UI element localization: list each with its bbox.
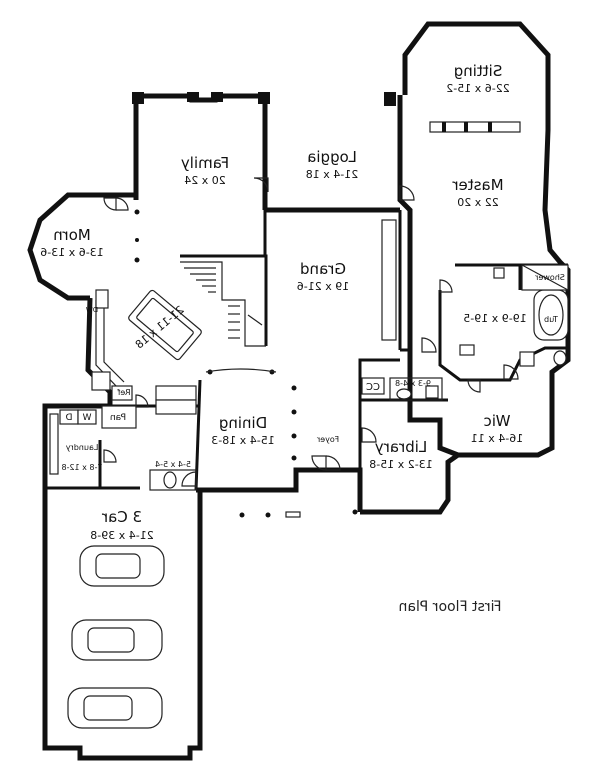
label-foyer: Foyer (316, 435, 339, 444)
staircase (180, 261, 266, 347)
room-name-garage: 3 Car (101, 508, 142, 526)
room-dims-family: 20 x 24 (184, 174, 226, 187)
label-dryer: D (65, 413, 72, 423)
room-dims-garage: 21-4 x 39-8 (90, 529, 153, 542)
columns (134, 209, 443, 518)
room-dims-grand: 19 x 21-6 (297, 280, 349, 293)
car-2 (71, 619, 163, 661)
label-dw: DW (86, 306, 98, 314)
room-name-sitting: Sitting (454, 62, 503, 80)
master-wing-wall (397, 21, 571, 458)
room-dims-bath: 19-9 x 19-5 (463, 312, 526, 325)
bath-fixtures (459, 264, 569, 367)
label-ref: Ref (117, 388, 130, 397)
room-name-master: Master (452, 176, 504, 194)
room-name-dining: Dining (219, 414, 267, 432)
room-name-laundry: Laundry (65, 443, 98, 452)
room-dims-wic: 16-4 x 11 (471, 432, 523, 445)
label-cc: CC (366, 382, 380, 393)
family-room-wall (133, 93, 268, 210)
room-dims-loggia: 21-4 x 18 (306, 168, 358, 181)
room-dims-morn: 13-6 x 13-6 (40, 246, 103, 259)
dining-wall (196, 467, 363, 512)
car-1 (79, 545, 165, 587)
room-dims-cc-bath: 9-3 x 4-8 (395, 379, 431, 388)
room-name-loggia: Loggia (307, 148, 357, 166)
room-dims-library: 13-2 x 15-8 (369, 458, 432, 471)
room-name-grand: Grand (300, 260, 346, 278)
label-pan: Pan (110, 413, 126, 423)
room-name-library: Library (375, 438, 428, 456)
kitchen-island (128, 289, 202, 361)
car-3 (67, 687, 163, 729)
label-tub: Tub (544, 315, 559, 324)
room-dims-powder: 5-4 x 5-4 (155, 460, 191, 469)
library-wall (360, 452, 460, 515)
room-dims-master: 22 x 20 (457, 196, 499, 209)
room-dims-dining: 15-4 x 18-3 (211, 434, 274, 447)
label-shower: Shower (534, 273, 565, 282)
room-dims-sitting: 22-6 x 15-2 (446, 82, 509, 95)
label-washer: W (82, 413, 91, 423)
morning-room-wall (27, 192, 136, 301)
garage-wall (42, 403, 203, 761)
room-name-wic: Wic (484, 412, 511, 430)
room-name-morn: Morn (53, 226, 91, 244)
room-dims-laundry: 7-8 x 12-8 (61, 463, 102, 472)
room-name-family: Family (181, 154, 229, 172)
plan-title: First Floor Plan (399, 599, 502, 615)
